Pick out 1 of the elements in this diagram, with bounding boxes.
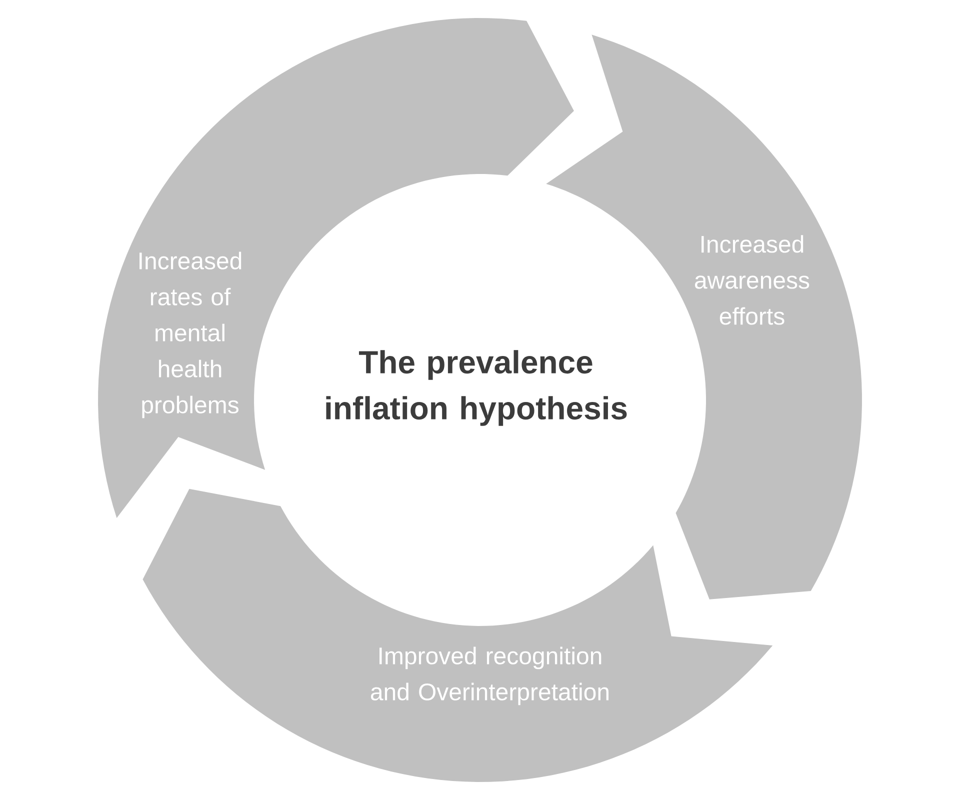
cycle-segment: Improved recognition and Overinterpretation <box>142 488 773 782</box>
